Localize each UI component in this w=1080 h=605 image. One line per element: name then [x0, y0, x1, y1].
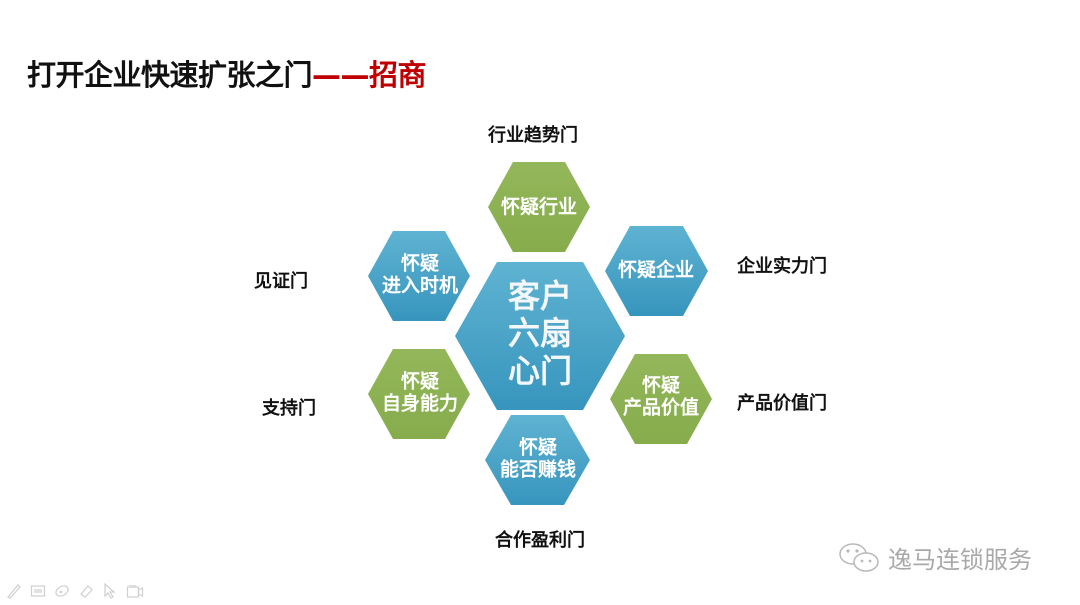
center-hexagon — [455, 262, 625, 410]
hex-lower-right-text: 怀疑 产品价值 — [623, 375, 699, 420]
door-label-company-strength: 企业实力门 — [737, 256, 827, 277]
hex-lower-left-text: 怀疑 自身能力 — [382, 371, 458, 416]
slide-title: 打开企业快速扩张之门——招商 — [27, 52, 427, 94]
watermark-text: 逸马连锁服务 — [888, 546, 1032, 574]
center-hex-text: 客户 六扇 心门 — [507, 276, 573, 390]
title-main: 打开企业快速扩张之门 — [27, 58, 313, 92]
title-accent: 招商 — [369, 58, 427, 92]
door-label-product-value: 产品价值门 — [737, 393, 827, 414]
center-line-1: 客户 — [507, 276, 573, 315]
hex-bottom-text: 怀疑 能否赚钱 — [500, 437, 576, 482]
hex-lower-right-line-2: 产品价值 — [622, 397, 700, 419]
hex-upper-right-line-1: 怀疑企业 — [617, 258, 695, 281]
presentation-toolbar — [6, 583, 144, 599]
pointer-icon[interactable] — [102, 583, 118, 599]
title-dash: —— — [312, 58, 370, 92]
center-line-2: 六扇 — [507, 314, 573, 353]
hexagon-lower-right — [610, 354, 712, 444]
hex-bottom-line-1: 怀疑 — [518, 436, 558, 459]
door-label-cooperation-profit: 合作盈利门 — [495, 530, 585, 551]
hexagon-upper-right — [605, 226, 708, 316]
hex-upper-left-line-2: 进入时机 — [381, 275, 459, 297]
hexagon-top — [488, 162, 590, 252]
hexagon-upper-left — [368, 231, 470, 321]
hex-lower-left-line-2: 自身能力 — [381, 393, 459, 415]
hex-top-text: 怀疑行业 — [501, 196, 577, 218]
door-label-testimony: 见证门 — [254, 271, 308, 292]
hexagon-lower-left — [368, 349, 470, 439]
door-label-support: 支持门 — [262, 398, 316, 419]
hex-lower-left-line-1: 怀疑 — [400, 370, 440, 393]
hexagon-bottom — [485, 415, 590, 505]
door-label-industry-trend: 行业趋势门 — [488, 125, 578, 146]
center-line-3: 心门 — [507, 351, 573, 390]
watermark: 逸马连锁服务 — [838, 540, 1032, 575]
highlighter-icon[interactable] — [54, 583, 70, 599]
eraser-icon[interactable] — [78, 583, 94, 599]
hex-bottom-line-2: 能否赚钱 — [499, 459, 577, 481]
pen-icon[interactable] — [6, 583, 22, 599]
hex-upper-left-text: 怀疑 进入时机 — [382, 253, 458, 298]
camera-icon[interactable] — [126, 583, 144, 599]
hex-upper-left-line-1: 怀疑 — [400, 252, 440, 275]
hex-lower-right-line-1: 怀疑 — [641, 374, 681, 397]
wechat-icon — [839, 542, 879, 572]
slides-icon[interactable] — [30, 583, 46, 599]
hex-top-line-1: 怀疑行业 — [500, 195, 578, 218]
hex-upper-right-text: 怀疑企业 — [618, 259, 694, 281]
